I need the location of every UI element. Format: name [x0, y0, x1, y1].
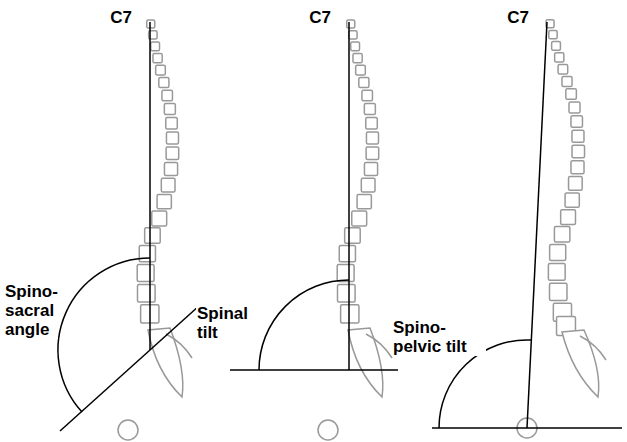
vertebra	[145, 228, 161, 244]
vertebra-label: C7	[109, 8, 133, 27]
vertebra	[571, 116, 582, 127]
vertebra	[157, 195, 171, 209]
vertebra	[362, 90, 373, 101]
hip-joint	[318, 420, 338, 440]
vertebra	[555, 53, 564, 62]
horizontal-line	[230, 369, 398, 371]
sacrum	[348, 328, 383, 397]
vertebra	[161, 178, 175, 192]
vertebra	[152, 211, 167, 226]
vertebra	[569, 177, 583, 191]
vertebra	[554, 227, 569, 242]
sacrum	[148, 328, 183, 397]
vertebra	[549, 30, 557, 38]
vertebra	[364, 103, 375, 114]
pelvis	[580, 336, 606, 360]
vertebra	[366, 132, 378, 144]
vertebra	[561, 210, 576, 225]
vertebra	[337, 284, 355, 302]
sacral-line	[60, 305, 200, 431]
vertebra	[162, 90, 173, 101]
vertebra	[352, 211, 367, 226]
vertebra	[569, 102, 580, 113]
vertebra	[341, 305, 359, 323]
vertebra	[361, 178, 375, 192]
vertebra	[156, 65, 166, 75]
plumb-line	[149, 22, 151, 350]
vertebra	[166, 117, 178, 129]
angle-label: Spinal tilt	[196, 304, 258, 342]
vertebra	[562, 76, 572, 86]
plumb-line	[348, 22, 350, 370]
vertebra	[566, 89, 577, 100]
pelvis	[166, 334, 192, 358]
vertebra	[164, 162, 177, 175]
hip-joint	[118, 420, 138, 440]
vertebra	[550, 283, 567, 300]
vertebra	[548, 263, 565, 280]
vertebra	[366, 147, 379, 160]
vertebra	[552, 41, 561, 50]
angle-label: Spino- sacral angle	[4, 282, 58, 339]
vertebra	[337, 265, 354, 282]
vertebra	[166, 132, 178, 144]
vertebra	[139, 246, 155, 262]
angle-arc	[259, 280, 349, 370]
vertebra	[166, 147, 179, 160]
vertebra	[357, 195, 371, 209]
vertebra	[565, 193, 579, 207]
angle-label: Spino- pelvic tilt	[392, 318, 486, 356]
vertebra	[359, 77, 369, 87]
vertebra	[571, 161, 584, 174]
pelvis	[366, 334, 392, 358]
sacrum	[562, 330, 599, 397]
vertebra	[164, 103, 175, 114]
vertebra	[558, 64, 568, 74]
vertebra	[345, 228, 361, 244]
vertebra	[339, 246, 355, 262]
hip-circles	[118, 418, 537, 440]
plumb-line	[527, 22, 547, 428]
vertebra	[572, 145, 585, 158]
vertebra	[572, 130, 584, 142]
vertebra	[351, 42, 360, 51]
vertebra	[137, 284, 155, 302]
horizontal-line	[432, 427, 622, 429]
vertebrae	[137, 20, 584, 336]
vertebra	[364, 162, 377, 175]
vertebra-label: C7	[506, 8, 530, 27]
vertebra	[159, 77, 169, 87]
vertebra	[356, 65, 366, 75]
measure-lines	[58, 22, 622, 431]
vertebra	[366, 117, 378, 129]
vertebra	[153, 53, 162, 62]
vertebra	[347, 20, 355, 28]
vertebra	[353, 53, 362, 62]
vertebra	[349, 31, 357, 39]
vertebra	[151, 42, 160, 51]
angle-arc	[58, 258, 150, 412]
vertebra	[550, 244, 566, 260]
vertebra-label: C7	[308, 8, 332, 27]
vertebra	[137, 265, 154, 282]
